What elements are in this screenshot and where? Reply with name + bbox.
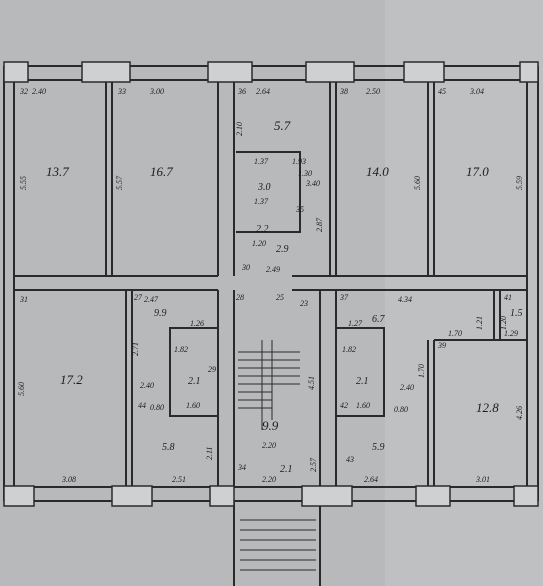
room-number: 27: [134, 293, 143, 302]
dimension-label: 2.64: [256, 87, 270, 96]
dimension-label: 3.00: [149, 87, 164, 96]
room-area-9: 6.7: [372, 314, 386, 325]
dimension-label: 1.37: [254, 157, 269, 166]
dimension-label: 1.82: [342, 345, 356, 354]
bottom-dimensions: 3.08 2.51 2.64 3.01: [61, 475, 490, 484]
dimension-label: 1.27: [348, 319, 363, 328]
room-number: 25: [276, 293, 284, 302]
room-number: 23: [300, 299, 308, 308]
room-area-13: 5.8: [162, 442, 175, 453]
room-number: 42: [340, 401, 348, 410]
room-area-10: 1.5: [510, 308, 523, 319]
dimension-label: 1.70: [448, 329, 462, 338]
dimension-label: 2.10: [235, 122, 244, 136]
room-number: 39: [437, 341, 446, 350]
dimension-label: 1.20: [252, 239, 266, 248]
dimension-label: 2.51: [172, 475, 186, 484]
room-number: 41: [504, 293, 512, 302]
dimension-label: 1.93: [292, 157, 306, 166]
dimension-label: 2.50: [366, 87, 380, 96]
dimension-label: 2.49: [266, 265, 280, 274]
room-area-2: 16.7: [150, 164, 173, 179]
room-area-11: 17.2: [60, 372, 83, 387]
dimension-label: 0.80: [394, 405, 408, 414]
dimension-label: 2.71: [131, 342, 140, 356]
dimension-label: 1.60: [186, 401, 200, 410]
dimension-label: 2.64: [364, 475, 378, 484]
room-number: 32: [19, 87, 28, 96]
room-area-17: 5.9: [372, 442, 385, 453]
room-number: 43: [346, 455, 354, 464]
dimension-label: 3.08: [61, 475, 76, 484]
dimension-label: 1.21: [475, 316, 484, 330]
dimension-label: 1.20: [499, 316, 508, 330]
dimension-label: 2.87: [315, 217, 324, 232]
dimension-label: 4.34: [398, 295, 412, 304]
dimension-label: 5.60: [413, 176, 422, 190]
room-area-15: 2.1: [280, 464, 293, 475]
middle-dimensions: 2.47 4.34 1.26 1.27 1.70 1.29 1.37 1.37 …: [140, 157, 518, 484]
dimension-label: 2.20: [262, 441, 276, 450]
room-number: 33: [117, 87, 126, 96]
dimension-label: 4.51: [307, 376, 316, 390]
dimension-label: 3.04: [469, 87, 484, 96]
dimension-label: 0.80: [150, 403, 164, 412]
top-windows: [3, 61, 539, 507]
room-number: 38: [339, 87, 348, 96]
dimension-label: 4.26: [515, 406, 524, 420]
room-area-16: 2.1: [356, 376, 369, 387]
room-number: 37: [339, 293, 349, 302]
room-number: 31: [19, 295, 28, 304]
top-dimensions: 2.40 3.00 2.64 2.50 3.04: [32, 87, 484, 96]
vertical-dimensions: 5.55 5.57 5.60 5.59 5.60 4.26 2.71 2.87 …: [17, 122, 524, 472]
room-number: 29: [208, 365, 216, 374]
room-number: 30: [241, 263, 250, 272]
room-area-6: 2.9: [276, 244, 289, 255]
dimension-label: 5.59: [515, 176, 524, 190]
dimension-label: 1.30: [298, 169, 312, 178]
stair-treads: [238, 340, 316, 571]
dimension-label: 1.82: [174, 345, 188, 354]
dimension-label: 2.40: [140, 381, 154, 390]
room-area-3: 5.7: [274, 118, 291, 133]
dimension-label: 3.40: [305, 179, 320, 188]
dimension-label: 2.40: [32, 87, 46, 96]
dimension-label: 5.55: [19, 176, 28, 190]
room-number: 36: [237, 87, 246, 96]
dimension-label: 2.57: [309, 457, 318, 472]
room-area-4: 14.0: [366, 164, 389, 179]
room-area-5: 17.0: [466, 164, 489, 179]
dimension-label: 5.60: [17, 382, 26, 396]
dimension-label: 5.57: [115, 175, 124, 190]
dimension-label: 2.47: [144, 295, 159, 304]
room-area-18: 12.8: [476, 400, 499, 415]
room-number: 34: [237, 463, 246, 472]
room-numbers: 32 33 36 38 45 31 27 28 25 23 37 39 41 4…: [19, 87, 512, 472]
room-area-8: 9.9: [154, 308, 167, 319]
room-area-7: 2.2: [256, 224, 269, 235]
room-area-12: 2.1: [188, 376, 201, 387]
room-area-3b: 3.0: [257, 182, 271, 193]
room-number: 28: [236, 293, 244, 302]
dimension-label: 3.01: [475, 475, 490, 484]
dimension-label: 1.60: [356, 401, 370, 410]
dimension-label: 2.11: [205, 447, 214, 460]
dimension-label: 2.20: [262, 475, 276, 484]
room-area-14: 9.9: [262, 418, 279, 433]
dimension-label: 1.37: [254, 197, 269, 206]
dimension-label: 1.70: [417, 364, 426, 378]
dimension-label: 1.29: [504, 329, 518, 338]
dimension-label: 2.40: [400, 383, 414, 392]
room-area-1: 13.7: [46, 164, 69, 179]
room-number: 44: [138, 401, 146, 410]
dimension-label: 1.26: [190, 319, 204, 328]
walls: [3, 65, 539, 586]
room-number: 35: [295, 205, 304, 214]
room-number: 45: [438, 87, 446, 96]
